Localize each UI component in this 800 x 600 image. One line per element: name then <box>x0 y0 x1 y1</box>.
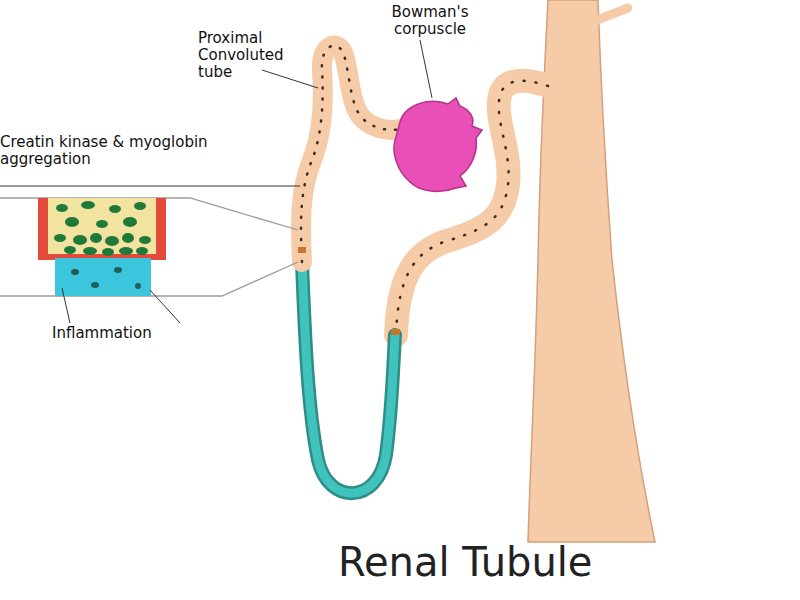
leader-line <box>262 70 318 88</box>
leader-line <box>0 186 300 187</box>
tubule-lumen <box>48 198 156 254</box>
tubule-dots <box>301 46 405 262</box>
myoglobin-aggregates <box>54 201 151 256</box>
part-label: Inflammation <box>52 325 212 342</box>
cells <box>71 267 141 289</box>
part-label: Creatin kinase & myoglobin aggregation <box>0 134 250 168</box>
proximal-tubule <box>301 46 405 262</box>
diagram-title: Renal Tubule <box>338 540 592 584</box>
leader-line <box>62 288 70 323</box>
tubule-junction <box>391 329 400 335</box>
leader-line <box>150 290 180 323</box>
inflamed-wall <box>38 198 166 260</box>
loop-segment <box>55 258 151 296</box>
node-label: Bowman's corpuscle <box>360 4 500 38</box>
corpuscle-shape <box>360 92 500 197</box>
duct-branch <box>597 8 628 20</box>
bowman-corpuscle: Bowman's corpuscle <box>360 4 500 199</box>
loop-of-henle-outline <box>302 262 395 493</box>
glomerulus-blob <box>394 98 482 191</box>
tubule-junction <box>298 247 306 253</box>
part-label: Proximal Convoluted tube <box>198 30 290 81</box>
leader-line <box>420 40 432 98</box>
loop-of-henle <box>302 262 395 493</box>
